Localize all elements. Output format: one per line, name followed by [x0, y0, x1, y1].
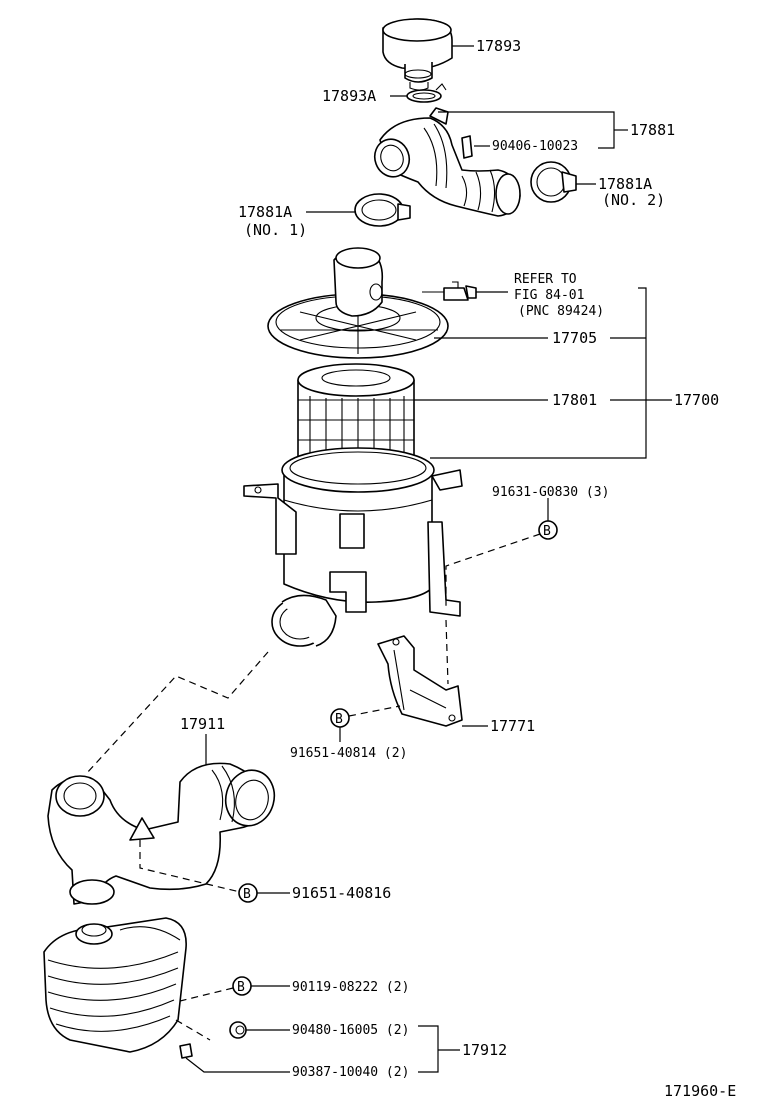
label-17881a-no2: 17881A	[598, 175, 652, 193]
label-17912: 17912	[462, 1041, 507, 1059]
label-90480-16005: 90480-16005 (2)	[292, 1023, 409, 1038]
label-90406-10023: 90406-10023	[492, 139, 578, 154]
label-17705: 17705	[552, 329, 597, 347]
grommet-90480-drawing	[229, 1021, 247, 1039]
bolt-marker-b-bracket-label: B	[335, 712, 343, 727]
label-17881a-no1-sub: (NO. 1)	[244, 221, 307, 239]
label-90387-10040: 90387-10040 (2)	[292, 1065, 409, 1080]
label-91651-40816: 91651-40816	[292, 884, 391, 902]
clamp-17881a-no2-drawing	[530, 161, 577, 203]
refer-line-3: (PNC 89424)	[518, 304, 604, 319]
label-17881a-no1: 17881A	[238, 203, 292, 221]
sensor-refer-drawing	[422, 281, 477, 301]
cap-17893-drawing	[382, 18, 453, 91]
figure-id: 171960-E	[664, 1082, 736, 1100]
refer-line-2: FIG 84-01	[514, 288, 584, 303]
label-17911: 17911	[180, 715, 225, 733]
label-17893: 17893	[476, 37, 521, 55]
bolt-marker-b-case-label: B	[543, 524, 551, 539]
case-17700-drawing	[243, 447, 463, 647]
label-17801: 17801	[552, 391, 597, 409]
label-17700: 17700	[674, 391, 719, 409]
label-17893a: 17893A	[322, 87, 376, 105]
ring-17893a-drawing	[406, 83, 447, 103]
resonator-17912-drawing	[43, 917, 187, 1053]
clamp-17881a-no1-drawing	[354, 193, 411, 227]
label-17771: 17771	[490, 717, 535, 735]
bolt-marker-b-resonator-label: B	[237, 980, 245, 995]
label-91651-40814: 91651-40814 (2)	[290, 746, 407, 761]
bracket-17771-drawing	[377, 635, 463, 727]
label-17881: 17881	[630, 121, 675, 139]
cover-17705-drawing	[267, 247, 449, 359]
label-91631-g0830: 91631-G0830 (3)	[492, 485, 609, 500]
label-90119-08222: 90119-08222 (2)	[292, 980, 409, 995]
duct-17911-drawing	[47, 762, 276, 905]
bolt-marker-b-duct-label: B	[243, 887, 251, 902]
collar-90387-drawing	[179, 1043, 193, 1059]
refer-line-1: REFER TO	[514, 272, 577, 287]
label-17881a-no2-sub: (NO. 2)	[602, 191, 665, 209]
